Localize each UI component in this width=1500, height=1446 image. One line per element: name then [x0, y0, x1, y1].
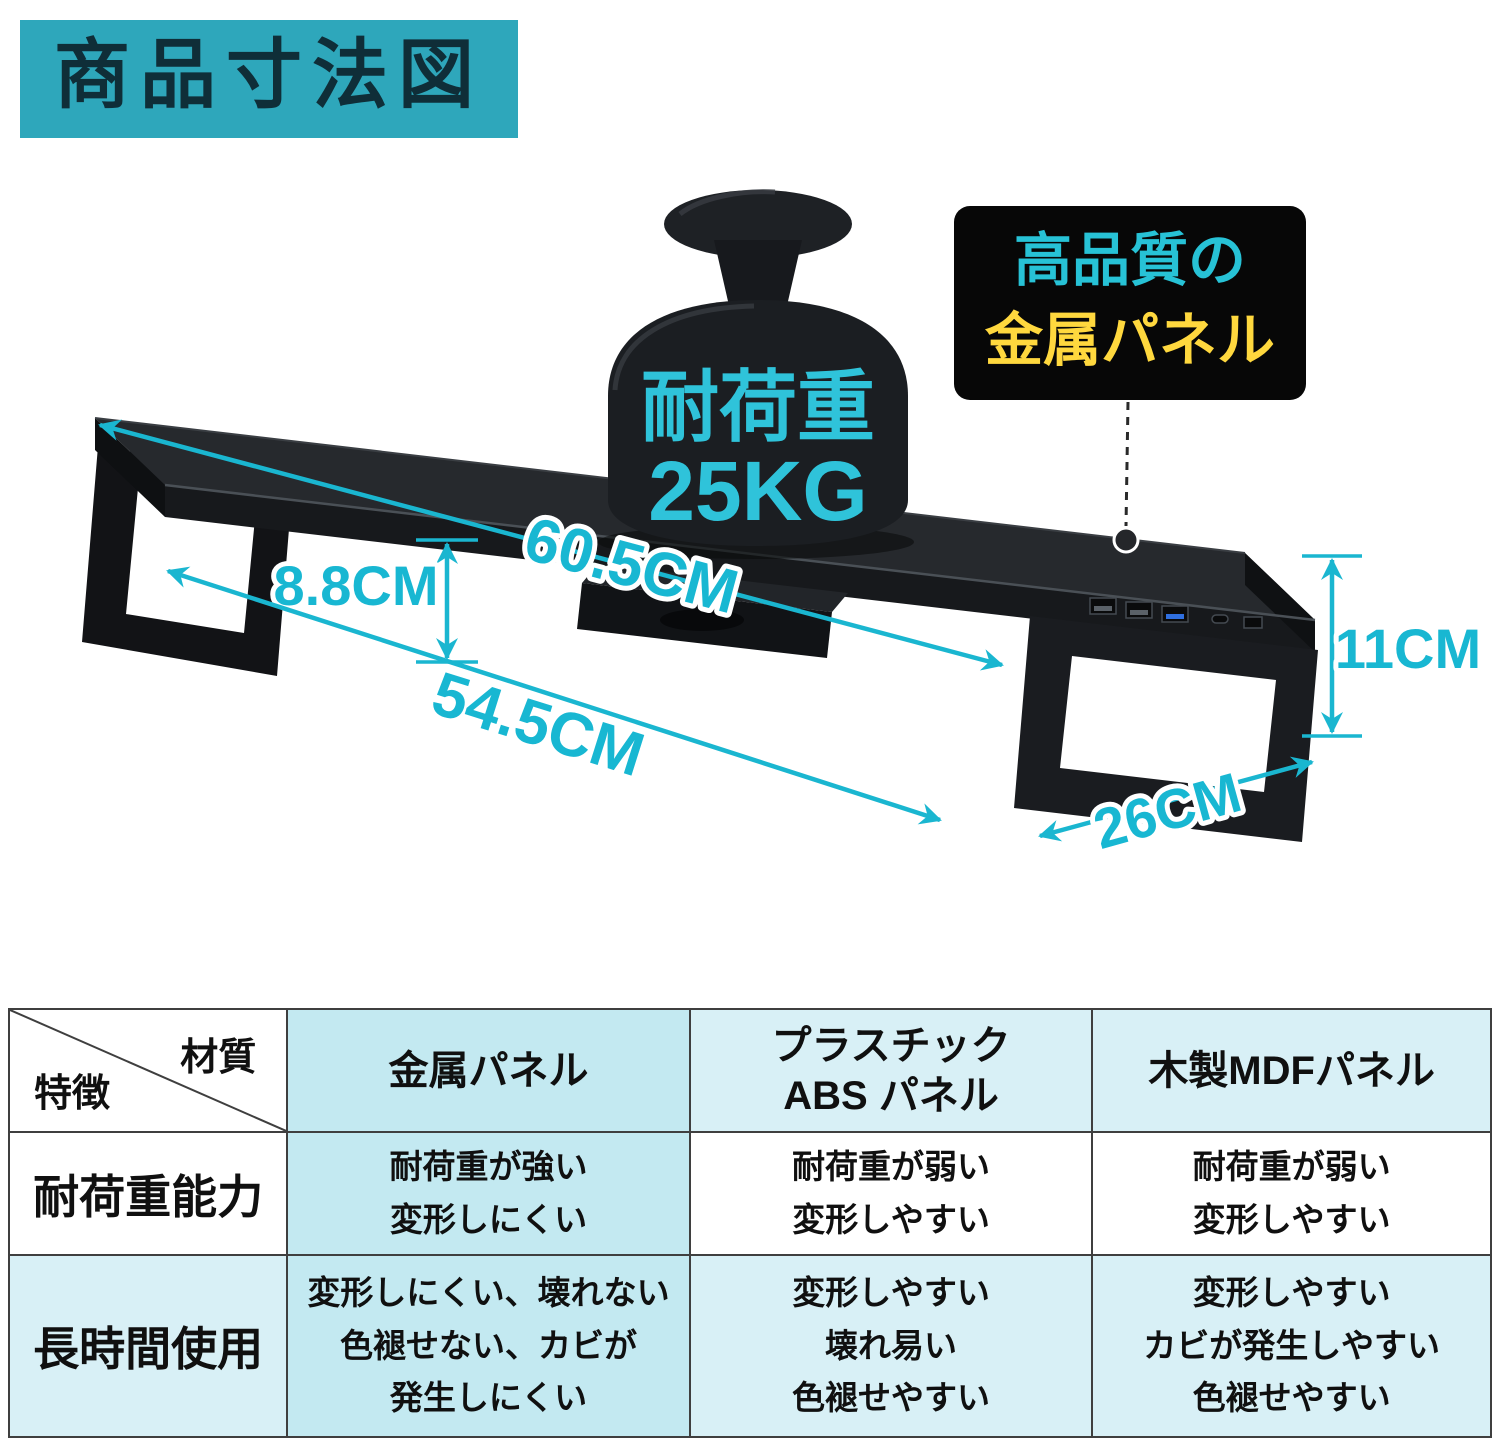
page-title-badge: 商品寸法図	[20, 20, 518, 138]
quality-callout: 高品質の 金属パネル	[954, 206, 1306, 554]
weight-capacity-label: 耐荷重	[641, 363, 875, 451]
cell-load-metal: 耐荷重が強い 変形しにくい	[288, 1133, 691, 1256]
dimension-lower-width-label: 54.5CM	[424, 659, 652, 790]
column-header-metal: 金属パネル	[288, 1010, 691, 1133]
material-comparison-table: 材質 特徴 金属パネル プラスチック ABS パネル 木製MDFパネル 耐荷重能…	[8, 1008, 1492, 1438]
dimension-height: 11CM	[1302, 554, 1486, 738]
callout-target-ring	[1112, 526, 1140, 554]
column-header-mdf: 木製MDFパネル	[1093, 1010, 1490, 1133]
cell-longterm-metal: 変形しにくい、壊れない 色褪せない、カビが 発生しにくい	[288, 1256, 691, 1436]
corner-label-feature: 特徴	[34, 1073, 111, 1115]
callout-line2: 金属パネル	[985, 308, 1275, 373]
row-label-load-capacity: 耐荷重能力	[10, 1133, 289, 1256]
dimension-upper-depth-label: 8.8CM	[274, 554, 439, 617]
corner-label-material: 材質	[180, 1037, 257, 1079]
cell-load-abs: 耐荷重が弱い 変形しやすい	[690, 1133, 1094, 1256]
cell-longterm-mdf: 変形しやすい カビが発生しやすい 色褪せやすい	[1093, 1256, 1490, 1436]
row-label-long-term-use: 長時間使用	[10, 1256, 289, 1436]
dimension-height-label: 11CM	[1335, 617, 1481, 680]
cell-longterm-abs: 変形しやすい 壊れ易い 色褪せやすい	[690, 1256, 1094, 1436]
corner-diagonal-line	[10, 1010, 286, 1131]
callout-line1: 高品質の	[1014, 228, 1246, 293]
usb-ports	[1089, 597, 1263, 629]
weight-figure: 耐荷重 25KG	[598, 189, 914, 559]
column-header-abs: プラスチック ABS パネル	[690, 1010, 1094, 1133]
weight-capacity-value: 25KG	[648, 444, 867, 538]
table-corner-cell: 材質 特徴	[10, 1010, 289, 1133]
dimension-upper-depth: 8.8CM	[269, 538, 478, 664]
monitor-stand-illustration: 耐荷重 25KG 高品質の 金属パネル 60.5CM 8.8CM 54.5CM	[82, 189, 1486, 866]
cell-load-mdf: 耐荷重が弱い 変形しやすい	[1093, 1133, 1490, 1256]
